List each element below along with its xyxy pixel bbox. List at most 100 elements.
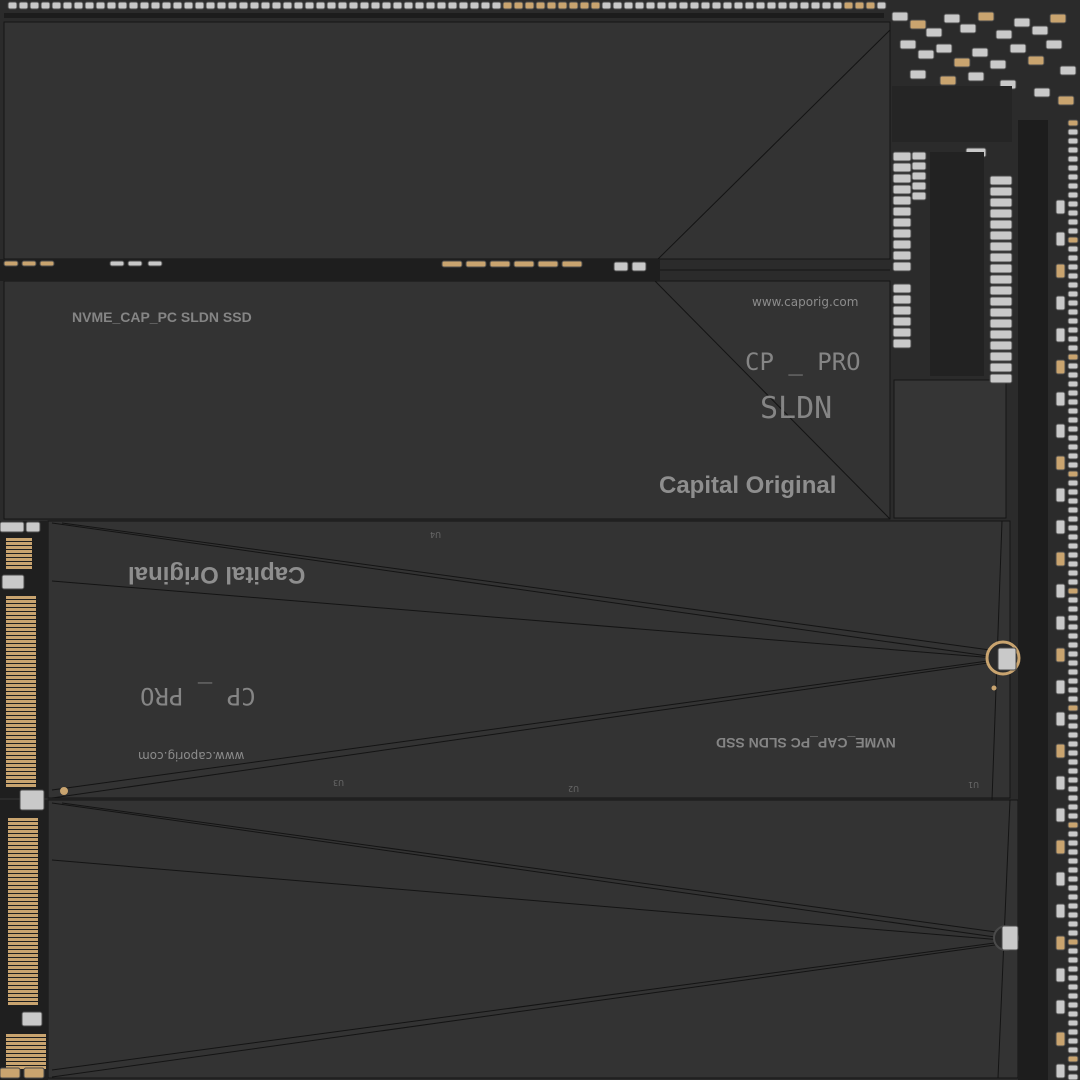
smd-component xyxy=(755,1,766,10)
smd-component xyxy=(524,1,535,10)
smd-component xyxy=(1067,488,1079,496)
smd-component xyxy=(1067,632,1079,640)
smd-component xyxy=(989,230,1013,241)
smd-component xyxy=(1067,245,1079,253)
silkscreen-ref-u1: U1 xyxy=(968,780,979,789)
silkscreen-ref-u3: U3 xyxy=(333,778,344,787)
gold-finger xyxy=(6,608,36,611)
gold-finger xyxy=(6,768,36,771)
gold-finger xyxy=(6,1046,46,1049)
smd-component xyxy=(1067,704,1079,712)
smd-component xyxy=(1067,353,1079,361)
gold-finger xyxy=(6,668,36,671)
test-point xyxy=(991,685,997,691)
smd-component xyxy=(1055,295,1066,311)
smd-component xyxy=(1067,992,1079,1000)
smd-component xyxy=(557,1,568,10)
smd-component xyxy=(1067,1019,1079,1027)
smd-component xyxy=(1067,596,1079,604)
smd-component xyxy=(1067,506,1079,514)
gold-finger xyxy=(6,676,36,679)
smd-component xyxy=(892,195,912,206)
smd-component xyxy=(425,1,436,10)
smd-component xyxy=(911,151,927,161)
smd-component xyxy=(843,1,854,10)
gold-finger xyxy=(6,684,36,687)
gold-finger xyxy=(8,966,38,969)
gold-finger xyxy=(6,740,36,743)
smd-component xyxy=(989,197,1013,208)
smd-component xyxy=(1057,95,1075,106)
gold-finger xyxy=(8,990,38,993)
gold-finger xyxy=(6,558,32,561)
smd-component xyxy=(989,307,1013,318)
gold-finger xyxy=(8,994,38,997)
smd-component xyxy=(1055,1063,1066,1079)
upper-board-top-panel xyxy=(3,21,891,260)
smd-component xyxy=(1067,830,1079,838)
smd-component xyxy=(1055,839,1066,855)
smd-component xyxy=(109,260,125,267)
smd-component xyxy=(1067,380,1079,388)
smd-component xyxy=(95,1,106,10)
smd-component xyxy=(1055,711,1066,727)
fan-line xyxy=(61,802,997,933)
smd-component xyxy=(989,296,1013,307)
smd-component xyxy=(1067,1037,1079,1045)
smd-component xyxy=(1067,569,1079,577)
smd-component xyxy=(1067,263,1079,271)
gold-finger xyxy=(8,838,38,841)
smd-component xyxy=(1067,686,1079,694)
gold-finger xyxy=(6,720,36,723)
smd-component xyxy=(1067,236,1079,244)
smd-component xyxy=(62,1,73,10)
smd-component xyxy=(977,11,995,22)
brand-name: Capital Original xyxy=(659,472,837,499)
smd-component xyxy=(711,1,722,10)
gold-finger xyxy=(6,554,32,557)
smd-component xyxy=(348,1,359,10)
smd-component xyxy=(939,75,957,86)
gold-finger xyxy=(6,628,36,631)
smd-component xyxy=(282,1,293,10)
gold-finger xyxy=(8,938,38,941)
fan-line xyxy=(51,859,1003,941)
smd-component xyxy=(106,1,117,10)
smd-component xyxy=(1067,443,1079,451)
smd-component xyxy=(40,1,51,10)
smd-component xyxy=(326,1,337,10)
gold-finger xyxy=(8,906,38,909)
smd-component xyxy=(612,1,623,10)
gold-finger xyxy=(6,624,36,627)
smd-component xyxy=(1067,515,1079,523)
smd-component xyxy=(172,1,183,10)
smd-component xyxy=(381,1,392,10)
smd-component xyxy=(1067,209,1079,217)
smd-component xyxy=(971,47,989,58)
smd-component xyxy=(989,329,1013,340)
gold-finger xyxy=(6,604,36,607)
smd-component xyxy=(1067,767,1079,775)
smd-component xyxy=(1067,317,1079,325)
smd-component xyxy=(854,1,865,10)
smd-component xyxy=(7,1,18,10)
smd-component xyxy=(601,1,612,10)
smd-component xyxy=(1067,416,1079,424)
gold-finger xyxy=(8,974,38,977)
upper-board-bottom-panel xyxy=(3,280,891,520)
smd-component xyxy=(249,1,260,10)
smd-component xyxy=(1055,263,1066,279)
gold-finger xyxy=(8,926,38,929)
smd-component xyxy=(1045,39,1063,50)
gold-finger xyxy=(8,902,38,905)
smd-component xyxy=(1067,839,1079,847)
gold-finger xyxy=(8,822,38,825)
smd-component xyxy=(1067,749,1079,757)
smd-component xyxy=(1067,965,1079,973)
smd-component xyxy=(1067,1055,1079,1063)
smd-component xyxy=(892,151,912,162)
gold-finger xyxy=(6,656,36,659)
smd-component xyxy=(39,260,55,267)
gold-pad xyxy=(489,260,511,268)
smd-component xyxy=(1067,776,1079,784)
